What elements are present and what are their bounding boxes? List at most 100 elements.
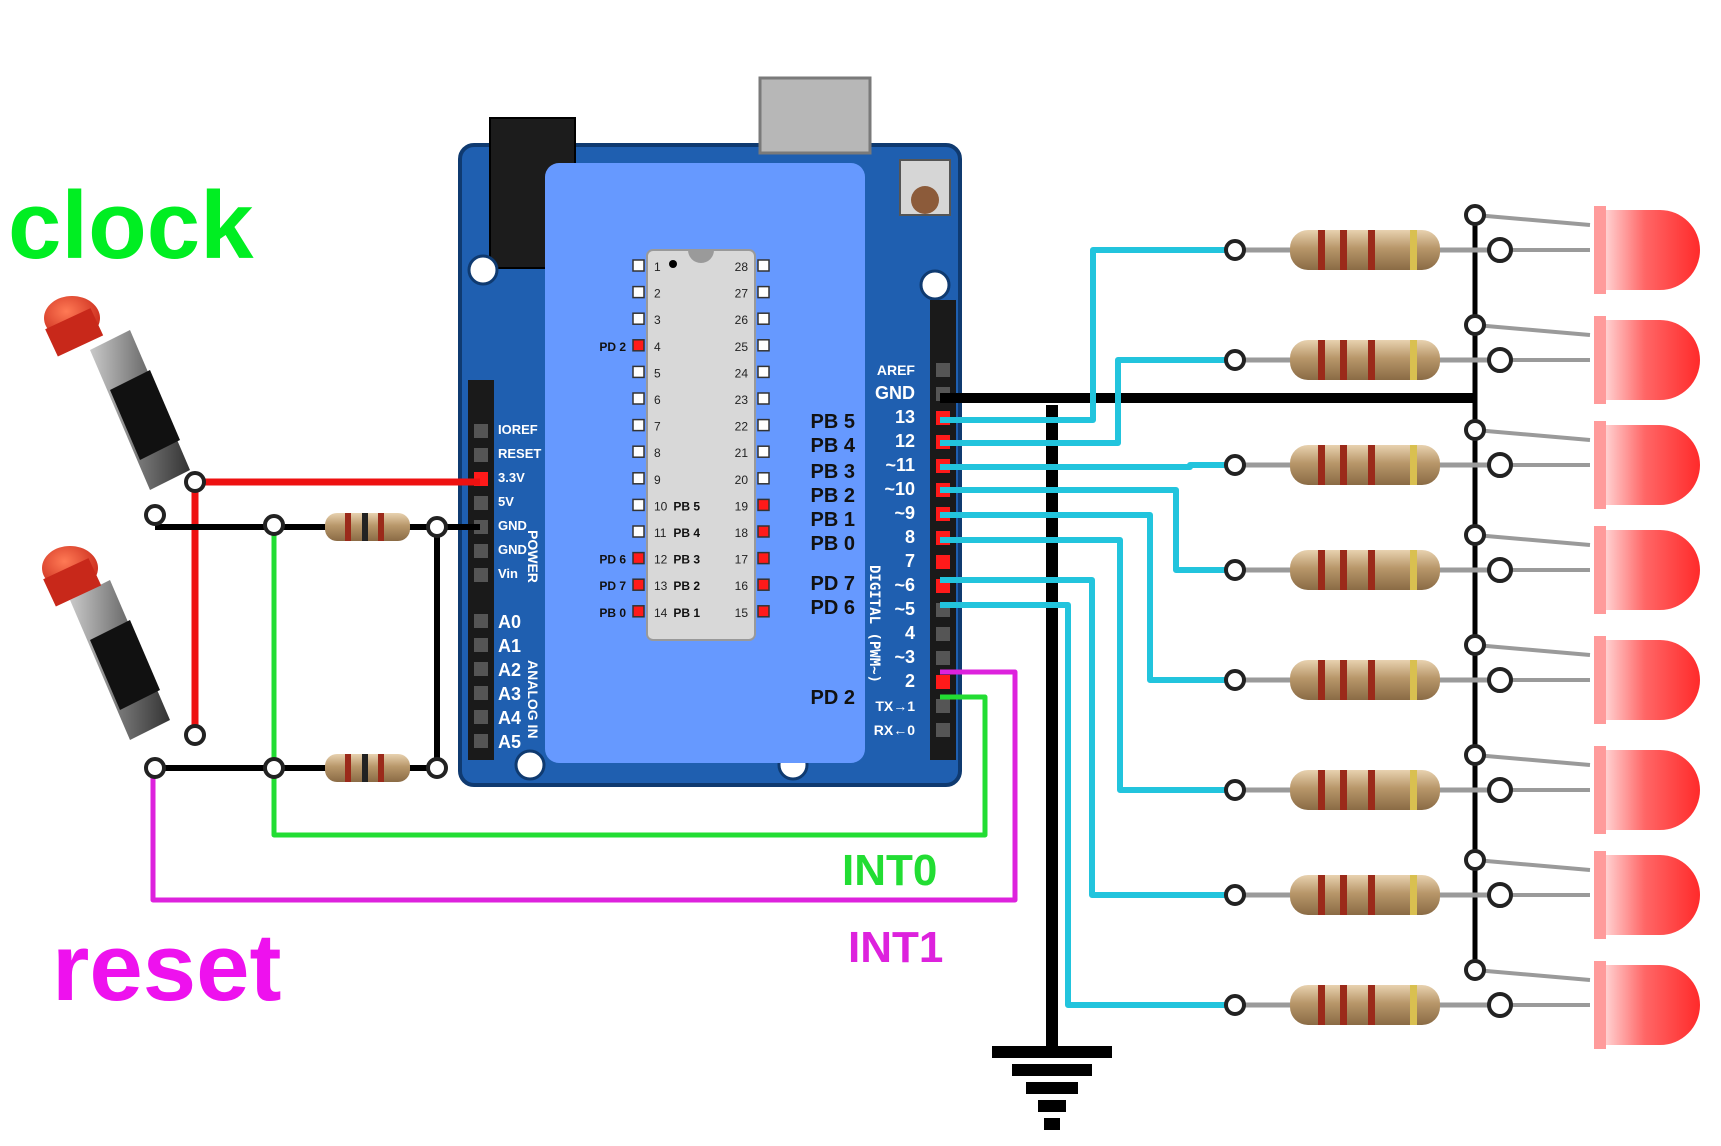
chip-pin-tag: PB 0	[599, 606, 626, 620]
header-pin	[474, 544, 488, 558]
wire-d12	[940, 357, 1235, 446]
chip-pin	[632, 285, 645, 299]
port-label: PD 6	[811, 597, 855, 619]
int0-label: INT0	[842, 846, 937, 895]
chip-pin-tag: PB 3	[673, 553, 700, 567]
chip-pin-number: 7	[654, 420, 661, 434]
chip-pin-tag: PD 6	[599, 553, 626, 567]
chip-pin	[632, 578, 645, 591]
led-stages	[1224, 204, 1700, 1049]
chip-pin-tag: PD 2	[599, 340, 626, 354]
current-limit-resistor	[1290, 875, 1440, 915]
int1-label: INT1	[848, 923, 943, 972]
chip-pin-tag: PD 7	[599, 579, 626, 593]
reset-label: reset	[52, 914, 282, 1021]
led-stage	[1224, 314, 1700, 404]
header-pin	[474, 662, 488, 676]
terminal	[1464, 204, 1486, 226]
led-stage	[1224, 849, 1700, 939]
chip-pin-number: 15	[735, 606, 749, 620]
terminal	[1464, 744, 1486, 766]
header-pin	[936, 363, 950, 377]
led-stage	[1224, 634, 1700, 724]
header-pin	[936, 675, 950, 689]
chip-pin	[757, 472, 770, 485]
led-rim	[1594, 206, 1606, 294]
analog-pin-label: A4	[498, 708, 521, 728]
terminal	[1224, 239, 1246, 261]
port-label: PD 7	[811, 573, 855, 595]
led-rim	[1594, 526, 1606, 614]
red-led	[1600, 965, 1700, 1045]
chip-pin-tag: PB 1	[673, 606, 700, 620]
chip-pin-number: 22	[735, 420, 749, 434]
analog-pin-label: A0	[498, 612, 521, 632]
chip-pin-number: 14	[654, 606, 668, 620]
power-pin-label: GND	[498, 518, 527, 533]
header-pin	[474, 638, 488, 652]
reset-pushbutton	[42, 546, 170, 740]
terminal	[1464, 849, 1486, 871]
digital-pin-label: ~3	[894, 647, 915, 667]
chip-pin	[757, 525, 770, 538]
digital-pin-label: 4	[905, 623, 915, 643]
led-stage	[1224, 204, 1700, 294]
digital-pin-label: GND	[875, 383, 915, 403]
chip-pin	[632, 525, 645, 538]
chip-pin-number: 10	[654, 499, 668, 513]
header-pin	[474, 710, 488, 724]
analog-pin-label: A2	[498, 660, 521, 680]
pulldown-resistor-2	[325, 754, 410, 782]
power-pin-label: 5V	[498, 494, 514, 509]
chip-pin	[632, 418, 645, 432]
chip-pin-tag: PB 2	[673, 579, 700, 593]
digital-pin-label: ~9	[894, 503, 915, 523]
terminal	[1464, 634, 1486, 656]
header-pin	[474, 448, 488, 462]
chip-pin-number: 5	[654, 366, 661, 380]
terminal	[1487, 557, 1513, 583]
red-led	[1600, 530, 1700, 610]
chip-pin-number: 18	[735, 526, 749, 540]
current-limit-resistor	[1290, 985, 1440, 1025]
chip-pin-number: 21	[735, 446, 749, 460]
chip-pin	[757, 285, 770, 299]
chip-pin	[632, 259, 645, 272]
terminal	[1464, 419, 1486, 441]
chip-pin-number: 26	[735, 313, 749, 327]
current-limit-resistor	[1290, 660, 1440, 700]
terminal	[1487, 667, 1513, 693]
clock-pushbutton	[44, 296, 190, 490]
wire-d6	[940, 602, 1235, 1008]
header-pin	[474, 496, 488, 510]
header-pin	[474, 734, 488, 748]
digital-pin-label: AREF	[877, 362, 916, 378]
digital-pin-label: 8	[905, 527, 915, 547]
terminal	[1464, 524, 1486, 546]
terminal	[1487, 777, 1513, 803]
power-pin-label: 3.3V	[498, 470, 525, 485]
header-pin	[474, 686, 488, 700]
port-label: PB 0	[811, 533, 855, 555]
chip-pin-tag: PB 5	[673, 499, 700, 513]
port-label: PD 2	[811, 687, 855, 709]
signal-wires	[940, 247, 1235, 1008]
chip-pin-number: 4	[654, 340, 661, 354]
port-label: PB 4	[811, 435, 856, 457]
chip-pin-number: 24	[735, 366, 749, 380]
chip-pin	[632, 339, 645, 352]
chip-pin-number: 9	[654, 473, 661, 487]
digital-pin-label: ~10	[884, 479, 915, 499]
port-label: PB 2	[811, 485, 855, 507]
digital-pin-label: 7	[905, 551, 915, 571]
header-pin	[474, 568, 488, 582]
red-led	[1600, 855, 1700, 935]
int1-wire	[150, 669, 1018, 903]
chip-pin-number: 28	[735, 260, 749, 274]
analog-pin-label: A1	[498, 636, 521, 656]
terminal	[1487, 992, 1513, 1018]
chip-pin	[757, 578, 770, 591]
